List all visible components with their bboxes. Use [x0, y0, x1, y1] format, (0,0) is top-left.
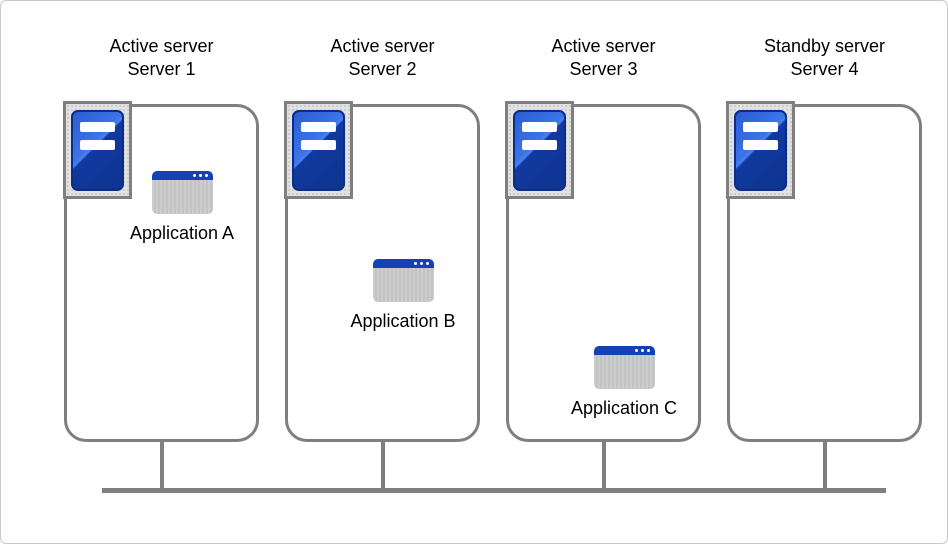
server-group-1: Active server Server 1 Application A	[63, 1, 262, 543]
drive-bay	[522, 139, 557, 150]
server-group-3: Active server Server 3 Application C	[505, 1, 704, 543]
app-window-body	[372, 268, 434, 302]
application: Application C	[544, 346, 704, 419]
server-role-label: Active server	[551, 36, 656, 56]
window-dot	[192, 174, 196, 177]
server-tower-icon	[63, 101, 132, 199]
window-dot	[413, 262, 417, 265]
window-dot	[640, 349, 644, 352]
drive-bay	[80, 121, 115, 132]
server-name-label: Server 2	[348, 59, 417, 79]
drive-bay	[80, 139, 115, 150]
app-window-icon	[593, 346, 655, 389]
drive-bay	[301, 121, 336, 132]
server-header: Active server Server 2	[271, 35, 494, 81]
network-connector-line	[823, 440, 827, 490]
window-dot	[419, 262, 423, 265]
network-connector-line	[160, 440, 164, 490]
server-tower-icon	[284, 101, 353, 199]
window-dot	[425, 262, 429, 265]
tower-case	[292, 109, 345, 191]
app-titlebar	[372, 259, 434, 268]
application-label: Application A	[129, 223, 235, 243]
server-name-label: Server 4	[790, 59, 859, 79]
server-name-label: Server 3	[569, 59, 638, 79]
server-group-4: Standby server Server 4	[726, 1, 922, 543]
server-name-label: Server 1	[127, 59, 196, 79]
server-header: Standby server Server 4	[713, 35, 936, 81]
drive-bay	[743, 121, 778, 132]
server-header: Active server Server 3	[492, 35, 715, 81]
server-tower-icon	[726, 101, 795, 199]
server-role-label: Active server	[109, 36, 214, 56]
server-group-2: Active server Server 2 Application B	[284, 1, 483, 543]
network-connector-line	[381, 440, 385, 490]
server-role-label: Active server	[330, 36, 435, 56]
application: Application B	[323, 259, 483, 332]
app-window-body	[151, 180, 213, 214]
window-dot	[634, 349, 638, 352]
app-titlebar	[593, 346, 655, 355]
server-role-label: Standby server	[763, 36, 886, 56]
network-connector-line	[602, 440, 606, 490]
server-header: Active server Server 1	[50, 35, 273, 81]
app-window-body	[593, 355, 655, 389]
server-tower-icon	[505, 101, 574, 199]
application-label: Application C	[570, 398, 678, 418]
drive-bay	[522, 121, 557, 132]
tower-case	[71, 109, 124, 191]
drive-bay	[743, 139, 778, 150]
window-dot	[198, 174, 202, 177]
drive-bay	[301, 139, 336, 150]
app-window-icon	[372, 259, 434, 302]
window-dot	[204, 174, 208, 177]
application: Application A	[102, 171, 262, 244]
network-bus-line	[102, 488, 886, 493]
tower-case	[734, 109, 787, 191]
application-label: Application B	[350, 311, 456, 331]
app-window-icon	[151, 171, 213, 214]
app-titlebar	[151, 171, 213, 180]
tower-case	[513, 109, 566, 191]
window-dot	[646, 349, 650, 352]
